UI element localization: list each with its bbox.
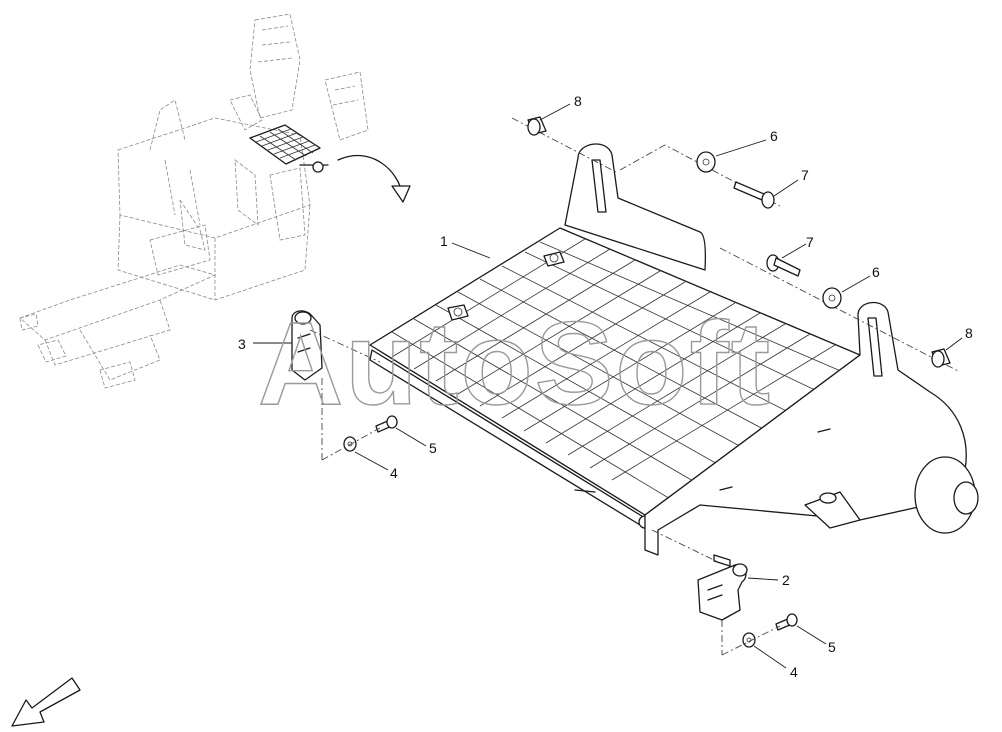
- washer-part-4-left: [321, 427, 381, 461]
- watermark-text: AutoSoft: [258, 298, 772, 430]
- bolt-part-7-upper: [733, 181, 775, 209]
- callout-5-left: 5: [429, 440, 437, 456]
- callout-2: 2: [782, 572, 790, 588]
- spacer-part-8-lower: [931, 348, 951, 368]
- callout-3: 3: [238, 336, 246, 352]
- callout-8-upper: 8: [574, 93, 582, 109]
- direction-arrow-icon: [11, 677, 81, 727]
- callout-4-left: 4: [390, 465, 398, 481]
- callout-4-right: 4: [790, 664, 798, 680]
- caster-wheel: [804, 456, 979, 534]
- callout-7-lower: 7: [806, 234, 814, 250]
- callout-6-upper: 6: [770, 128, 778, 144]
- leader-lines: [253, 103, 963, 669]
- hinge-bracket-part-3: [291, 310, 381, 460]
- hinge-bracket-part-2: [651, 529, 748, 655]
- screw-part-5-right: [775, 613, 798, 631]
- washer-part-6-lower: [822, 287, 842, 309]
- callout-5-right: 5: [828, 639, 836, 655]
- machine-overview-icon: [19, 13, 369, 389]
- callout-1: 1: [440, 233, 448, 249]
- screw-part-5-left: [375, 415, 398, 433]
- spacer-part-8-upper: [511, 116, 617, 173]
- grate-platform-part-1: [369, 143, 979, 556]
- callout-8-lower: 8: [965, 325, 973, 341]
- washer-part-4-right: [721, 625, 781, 656]
- callout-7-upper: 7: [801, 167, 809, 183]
- curved-arrow-icon: [337, 155, 411, 203]
- bolt-part-7-lower: [719, 247, 961, 373]
- callout-6-lower: 6: [872, 264, 880, 280]
